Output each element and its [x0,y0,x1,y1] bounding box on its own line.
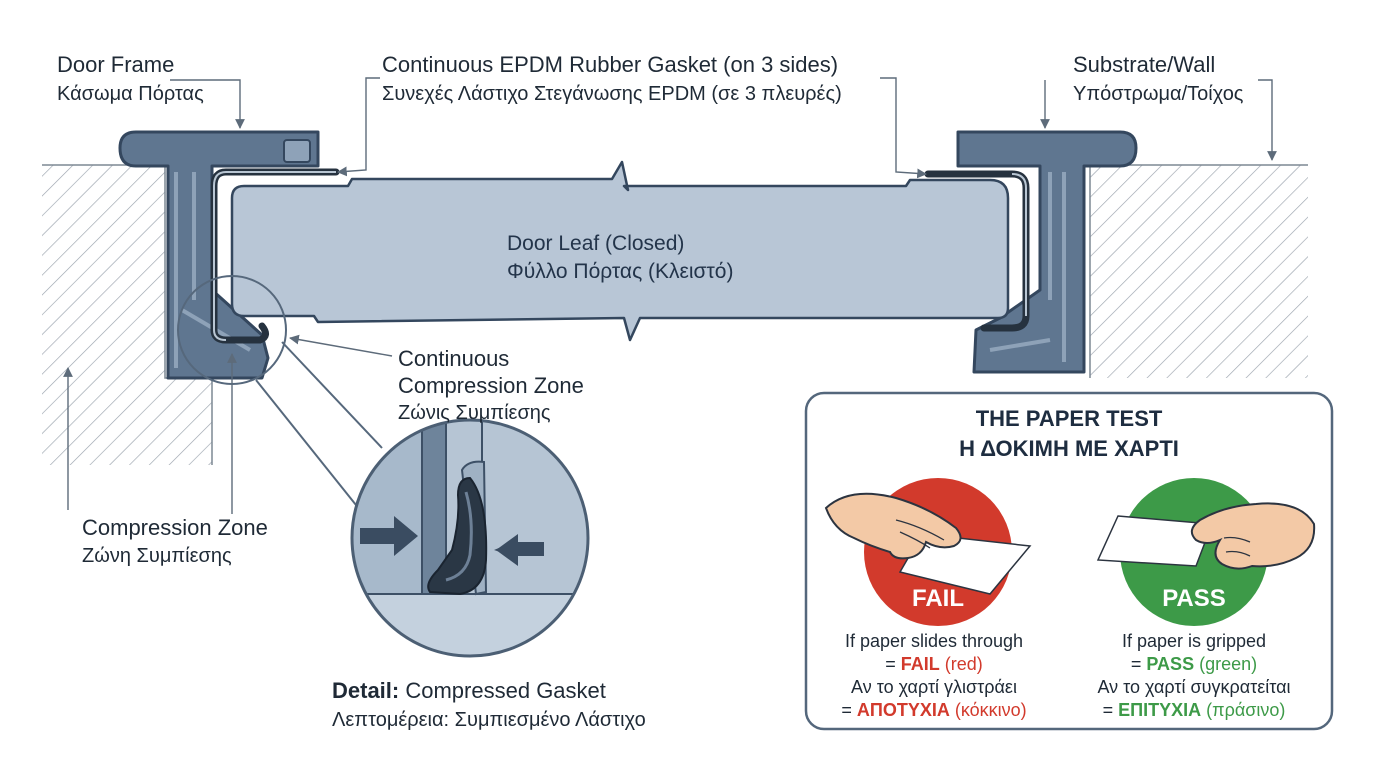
substrate-label-gr: Υπόστρωμα/Τοίχος [1073,83,1244,105]
gasket-label: Continuous EPDM Rubber Gasket (on 3 side… [382,52,838,77]
fail-result-color-en: (red) [940,654,983,674]
magnifier-connector-lines [255,341,383,506]
fail-result-gr: = ΑΠΟΤΥΧΙΑ (κόκκινο) [841,700,1026,720]
pass-condition-en: If paper is gripped [1122,631,1266,651]
pass-result-prefix-en: = [1131,654,1147,674]
door-leaf-label-gr: Φύλλο Πόρτας (Κλειστό) [507,260,733,283]
compression-zone-label-gr: Ζώνη Συμπίεσης [82,545,232,567]
detail-caption-bold: Detail: [332,678,399,703]
gasket-right [924,170,1030,332]
door-leaf-label: Door Leaf (Closed) [507,232,684,255]
fail-result-prefix-gr: = [841,700,857,720]
detail-caption-rest: Compressed Gasket [399,678,606,703]
continuous-zone-label-2: Compression Zone [398,373,584,398]
pass-badge-text: PASS [1162,585,1226,612]
pass-result-prefix-gr: = [1103,700,1119,720]
pass-result-word-gr: ΕΠΙΤΥΧΙΑ [1118,700,1201,720]
detail-caption-gr: Λεπτομέρεια: Συμπιεσμένο Λάστιχο [332,709,646,731]
fail-badge-text: FAIL [912,585,964,612]
hand-sliding-paper-icon [824,492,1032,595]
pass-result-gr: = ΕΠΙΤΥΧΙΑ (πράσινο) [1103,700,1286,720]
hand-gripping-paper-icon [1096,502,1316,570]
pass-result-color-gr: (πράσινο) [1201,700,1285,720]
fail-result-word-gr: ΑΠΟΤΥΧΙΑ [857,700,950,720]
fail-result-color-gr: (κόκκινο) [950,700,1027,720]
detail-caption: Detail: Compressed Gasket [332,678,606,703]
gasket-left [210,168,340,344]
door-leaf [230,160,1010,342]
fail-result-en: = FAIL (red) [885,654,983,674]
fail-result-word-en: FAIL [901,654,940,674]
pass-result-color-en: (green) [1194,654,1257,674]
leader-lines [63,77,1277,514]
continuous-zone-label-gr: Ζώνις Συμπίεσης [398,402,551,424]
substrate-wall-left [42,164,213,465]
pass-result-en: = PASS (green) [1131,654,1257,674]
paper-test-title-gr: Η ΔΟΚΙΜΗ ΜΕ ΧΑΡΤΙ [959,436,1179,461]
fail-condition-en: If paper slides through [845,631,1023,651]
gasket-label-gr: Συνεχές Λάστιχο Στεγάνωσης EPDM (σε 3 πλ… [382,83,842,105]
paper-test-panel [804,391,1334,731]
paper-test-title: THE PAPER TEST [976,406,1163,431]
continuous-zone-label-1: Continuous [398,346,509,371]
fail-result-prefix-en: = [885,654,901,674]
door-frame-label-gr: Κάσωμα Πόρτας [57,83,204,105]
pass-condition-gr: Αν το χαρτί συγκρατείται [1097,677,1290,697]
pass-result-word-en: PASS [1146,654,1194,674]
arrow-left-icon [494,534,544,566]
substrate-label: Substrate/Wall [1073,52,1215,77]
arrow-right-icon [360,516,418,556]
compression-zone-label: Compression Zone [82,515,268,540]
substrate-wall-right [1089,164,1308,378]
door-frame-label: Door Frame [57,52,174,77]
fail-condition-gr: Αν το χαρτί γλιστράει [851,677,1017,697]
